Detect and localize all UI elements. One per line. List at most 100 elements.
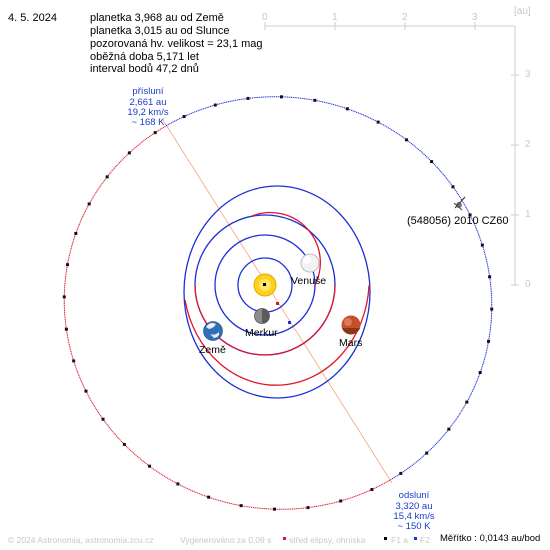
asteroid-orbit-segment — [135, 145, 138, 148]
asteroid-orbit-segment — [74, 234, 76, 238]
asteroid-orbit-segment — [189, 489, 192, 491]
asteroid-orbit-segment — [461, 408, 464, 411]
asteroid-orbit-segment — [71, 241, 74, 244]
asteroid-orbit-segment — [367, 116, 371, 119]
aphelion-title: odsluní — [398, 490, 430, 501]
asteroid-orbit-segment — [107, 173, 110, 176]
asteroid-orbit-segment — [92, 403, 95, 406]
asteroid-orbit-segment — [361, 113, 364, 116]
asteroid-orbit-point — [313, 98, 317, 102]
asteroid-orbit-segment — [114, 433, 116, 436]
asteroid-orbit-point — [182, 115, 186, 119]
asteroid-orbit-segment — [394, 475, 397, 478]
asteroid-orbit-segment — [100, 415, 103, 419]
asteroid-orbit-segment — [395, 474, 398, 477]
asteroid-orbit-segment — [159, 473, 163, 476]
aphelion-temperature: ~ 150 K — [397, 521, 431, 532]
asteroid-orbit-segment — [72, 357, 74, 360]
asteroid-orbit-segment — [161, 474, 164, 477]
asteroid-orbit-segment — [413, 462, 416, 465]
asteroid-orbit-segment — [100, 183, 103, 186]
asteroid-orbit-segment — [97, 188, 100, 191]
mars-label: Mars — [339, 337, 363, 349]
asteroid-orbit-segment — [144, 462, 147, 465]
asteroid-orbit-segment — [448, 180, 451, 183]
asteroid-orbit-segment — [467, 211, 470, 214]
asteroid-orbit-segment — [434, 443, 437, 446]
asteroid-orbit-segment — [148, 135, 151, 138]
asteroid-orbit-segment — [375, 486, 378, 489]
asteroid-orbit-segment — [463, 203, 466, 206]
asteroid-orbit-segment — [476, 229, 478, 232]
asteroid-orbit-segment — [211, 105, 214, 107]
asteroid-orbit-segment — [458, 412, 461, 415]
asteroid-orbit-segment — [150, 466, 153, 469]
asteroid-orbit-segment — [96, 409, 99, 412]
x-tick-label: 0 — [262, 12, 268, 23]
asteroid-orbit-segment — [420, 151, 423, 154]
asteroid-orbit-segment — [89, 200, 92, 203]
asteroid-orbit-segment — [76, 228, 79, 231]
asteroid-orbit-segment — [406, 467, 409, 470]
asteroid-orbit-segment — [410, 464, 414, 467]
asteroid-orbit-segment — [104, 421, 107, 424]
perihelion-speed: 19,2 km/s — [127, 107, 169, 118]
info-distance-sun: planetka 3,015 au od Slunce — [90, 25, 230, 37]
asteroid-orbit-segment — [116, 436, 119, 439]
asteroid-orbit-segment — [453, 420, 456, 423]
asteroid-orbit-segment — [374, 119, 377, 122]
asteroid-orbit-segment — [143, 461, 146, 464]
asteroid-orbit-segment — [343, 107, 346, 109]
asteroid-orbit-segment — [432, 162, 435, 165]
asteroid-orbit-segment — [204, 495, 208, 498]
asteroid-orbit-segment — [204, 107, 207, 109]
asteroid-orbit-segment — [90, 198, 93, 202]
asteroid-orbit-segment — [445, 431, 447, 434]
asteroid-orbit-point — [122, 442, 126, 446]
asteroid-orbit-segment — [386, 480, 389, 483]
y-tick-label: 3 — [525, 69, 531, 80]
legend-f2-text: F2 — [420, 535, 430, 545]
asteroid-orbit-segment — [462, 406, 465, 409]
asteroid-orbit-point — [207, 495, 211, 499]
asteroid-orbit-segment — [78, 374, 80, 377]
line-of-apsides — [162, 119, 393, 484]
asteroid-orbit-segment — [209, 105, 212, 108]
asteroid-orbit-segment — [347, 497, 350, 500]
asteroid-orbit-segment — [172, 120, 175, 123]
asteroid-orbit-segment — [134, 454, 137, 457]
asteroid-orbit-segment — [92, 195, 95, 198]
asteroid-orbit-segment — [115, 434, 118, 437]
asteroid-orbit-segment — [379, 122, 382, 125]
asteroid-orbit-segment — [208, 106, 211, 108]
asteroid-orbit-segment — [180, 116, 183, 119]
asteroid-orbit-segment — [481, 365, 483, 368]
date-label: 4. 5. 2024 — [8, 12, 57, 24]
asteroid-orbit-segment — [402, 470, 405, 473]
asteroid-orbit-segment — [480, 241, 483, 244]
asteroid-orbit-segment — [403, 469, 406, 472]
asteroid-orbit-segment — [465, 206, 468, 209]
asteroid-orbit-segment — [194, 111, 197, 113]
asteroid-orbit-point — [148, 464, 152, 468]
asteroid-orbit-segment — [364, 115, 367, 117]
asteroid-orbit-segment — [478, 374, 481, 377]
asteroid-orbit-point — [399, 471, 403, 475]
asteroid-orbit-segment — [439, 438, 442, 441]
generated-time-text: Vygenerováno za 0,09 s — [180, 535, 272, 545]
asteroid-orbit-segment — [175, 119, 178, 121]
asteroid-orbit-segment — [129, 449, 132, 452]
asteroid-orbit-segment — [452, 421, 455, 424]
asteroid-orbit-segment — [185, 114, 188, 117]
asteroid-orbit-segment — [475, 380, 478, 383]
asteroid-orbit-segment — [457, 194, 460, 197]
asteroid-orbit-segment — [121, 158, 124, 161]
mercury — [254, 308, 270, 324]
asteroid-orbit-segment — [195, 110, 198, 112]
asteroid-orbit-segment — [86, 392, 89, 395]
asteroid-orbit-segment — [171, 479, 174, 482]
copyright-text: © 2024 Astronomia, astronomia.zcu.cz — [8, 535, 154, 545]
x-tick-label: 2 — [402, 12, 408, 23]
asteroid-orbit-segment — [109, 172, 111, 175]
asteroid-orbit-segment — [443, 433, 446, 436]
